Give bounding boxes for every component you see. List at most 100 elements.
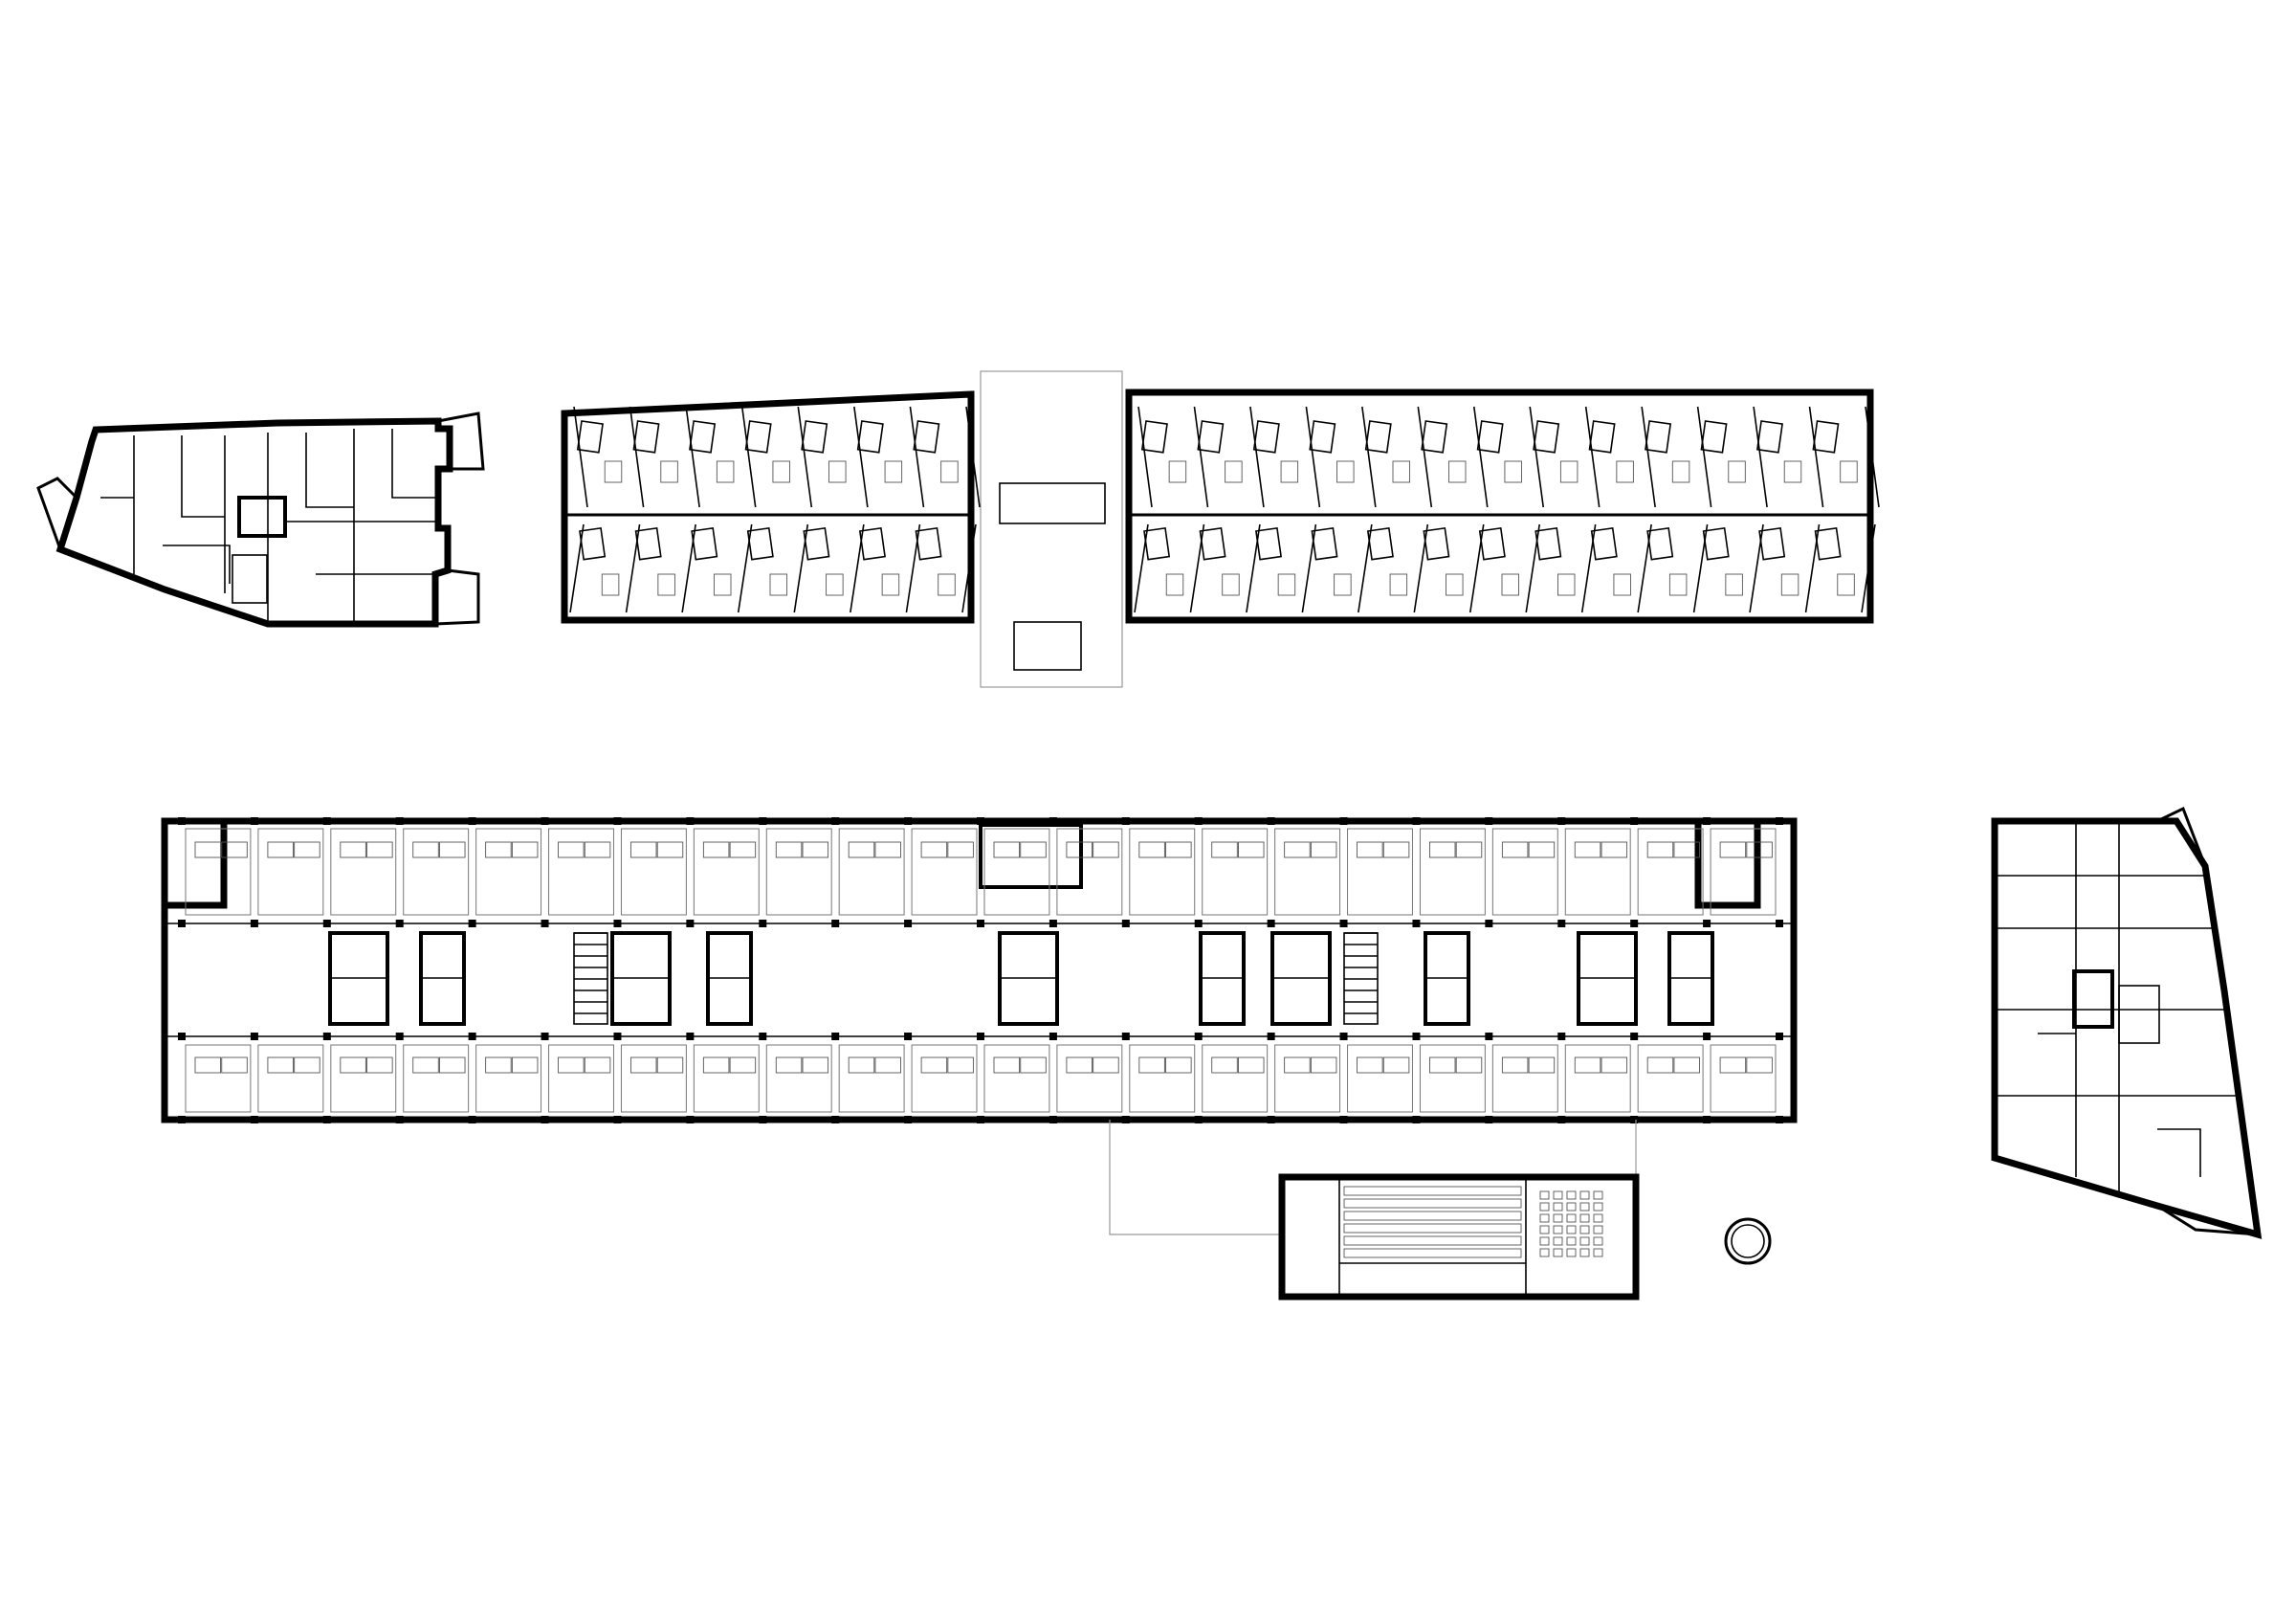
west-wedge-partitions — [100, 429, 438, 624]
office-desk — [1673, 1056, 1700, 1074]
office-slab-plan — [161, 817, 1798, 1123]
office-column — [977, 1116, 984, 1123]
dorm-south-partition — [1358, 523, 1373, 613]
office-desk — [1020, 841, 1047, 858]
office-desk — [1284, 841, 1311, 858]
dorm-south-bathroom — [1366, 527, 1394, 561]
dorm-south-partition — [1637, 523, 1652, 613]
dorm-south-bathroom — [858, 526, 886, 561]
office-desk — [412, 1056, 439, 1074]
office-desk — [412, 841, 439, 858]
dorm-north-bathroom — [1252, 420, 1280, 454]
office-column — [613, 1033, 622, 1040]
dorm-north-bed — [772, 460, 790, 483]
annex-link-west — [1109, 1120, 1282, 1235]
office-desk — [1066, 841, 1093, 858]
dorm-south-bed — [1446, 573, 1464, 596]
office-south-bay — [693, 1044, 760, 1113]
east-wedge-stair — [2118, 985, 2160, 1044]
office-column — [541, 1033, 549, 1040]
dorm-south-bed — [1222, 573, 1240, 596]
dorm-south-partition — [1804, 523, 1821, 613]
office-column — [831, 920, 840, 927]
office-desk — [1238, 841, 1265, 858]
dorm-south-partition — [681, 523, 696, 613]
office-desk — [340, 1056, 366, 1074]
office-column — [613, 817, 622, 825]
office-column — [178, 920, 186, 927]
office-column — [904, 1033, 913, 1040]
office-desk — [1382, 1056, 1410, 1074]
office-column — [1121, 1033, 1130, 1040]
office-column — [1630, 817, 1639, 825]
office-north-bay — [838, 828, 905, 916]
dorm-south-partition — [1749, 523, 1764, 613]
office-desk — [1211, 1056, 1238, 1074]
office-desk — [511, 1056, 539, 1074]
office-column — [1267, 817, 1275, 825]
annex-auditorium-seating — [1343, 1186, 1603, 1258]
dorm-north-bathroom — [1533, 420, 1560, 454]
office-desk — [267, 1056, 294, 1074]
office-column — [468, 1033, 476, 1040]
dorm-north-bathroom — [576, 420, 604, 454]
office-south-bay — [1347, 1044, 1413, 1113]
office-north-bay — [1564, 828, 1631, 916]
office-desk — [1455, 841, 1483, 858]
east-wedge-partitions — [1995, 821, 2239, 1191]
office-column — [613, 920, 622, 927]
annex-chair — [1566, 1213, 1577, 1223]
office-column — [1049, 1033, 1057, 1040]
pavilion-inner-ring — [1731, 1224, 1765, 1258]
dorm-south-bathroom — [1646, 527, 1674, 561]
dorm-north-bathroom — [1476, 420, 1504, 454]
office-column — [1194, 920, 1203, 927]
office-desk — [1429, 841, 1456, 858]
dorm-north-partition — [1137, 406, 1153, 508]
dorm-north-bed — [828, 460, 847, 483]
dorm-south-bed — [601, 573, 620, 596]
office-desk — [947, 841, 974, 858]
office-south-bay — [1637, 1044, 1704, 1113]
dorm-south-partition — [1189, 523, 1205, 613]
office-north-bay — [330, 828, 397, 916]
dorm-south-bathroom — [1255, 527, 1283, 561]
dorm-south-bed — [1668, 573, 1688, 596]
dorm-north-partition — [965, 406, 981, 508]
office-desk — [1501, 1056, 1529, 1074]
annex-chair — [1593, 1213, 1603, 1223]
east-wedge-core — [2072, 969, 2114, 1029]
office-column — [1339, 1033, 1348, 1040]
office-column — [831, 1116, 840, 1123]
office-column — [1485, 1033, 1493, 1040]
annex-chair — [1566, 1190, 1577, 1200]
dorm-south-bed — [1165, 573, 1184, 596]
annex-chair — [1566, 1248, 1577, 1257]
office-column — [1703, 1033, 1711, 1040]
office-desk — [993, 1056, 1021, 1074]
office-column — [759, 1033, 767, 1040]
office-desk — [1719, 1056, 1747, 1074]
office-north-bay — [1637, 828, 1704, 916]
dorm-north-bed — [1448, 460, 1467, 483]
office-desk — [1165, 1056, 1192, 1074]
office-north-bay — [185, 828, 252, 916]
dorm-north-partition — [1193, 406, 1209, 508]
office-column — [831, 1033, 840, 1040]
office-desk — [439, 841, 466, 858]
office-column — [1049, 920, 1057, 927]
office-north-bay — [548, 828, 614, 916]
office-desk — [1746, 1056, 1773, 1074]
office-column — [1412, 1116, 1421, 1123]
office-desk — [874, 1056, 901, 1074]
annex-chair — [1566, 1202, 1577, 1212]
office-column — [250, 920, 258, 927]
office-desk — [702, 841, 730, 858]
office-desk — [558, 841, 585, 858]
office-desk — [630, 841, 657, 858]
office-desk — [656, 1056, 684, 1074]
office-south-bay — [1056, 1044, 1123, 1113]
office-column — [250, 1033, 258, 1040]
office-column — [178, 817, 186, 825]
dorm-south-partition — [1468, 523, 1485, 613]
